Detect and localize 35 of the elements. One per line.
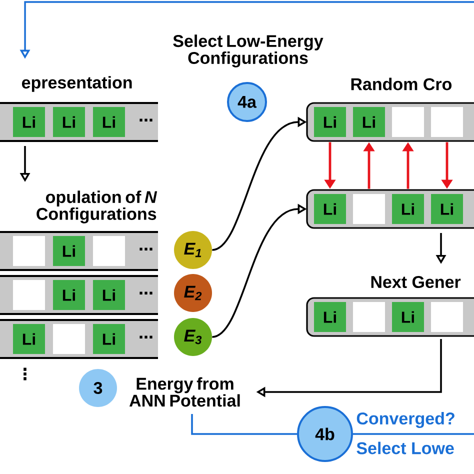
step-caption: Select Low-Energy Configurations (173, 34, 324, 68)
vacancy-cell (13, 236, 45, 266)
connector-line (353, 433, 474, 435)
element-cell: Li (13, 324, 45, 354)
step-caption: Converged? (356, 412, 454, 428)
step-caption: Energy from ANN Potential (129, 377, 240, 407)
step-caption: Select Lowe (356, 442, 454, 454)
element-cell: Li (353, 107, 385, 137)
vacancy-cell (53, 324, 85, 354)
element-cell: Li (93, 107, 125, 137)
element-cell: Li (314, 107, 346, 137)
element-cell: Li (392, 302, 424, 332)
heading: opulation of N Configurations (36, 190, 158, 224)
heading: epresentation (22, 76, 132, 92)
heading: Random Cro (351, 78, 452, 90)
element-cell: Li (13, 107, 45, 137)
element-cell: Li (392, 194, 424, 224)
connector-line (191, 414, 297, 435)
element-cell: Li (93, 324, 125, 354)
vacancy-cell (353, 302, 385, 332)
vacancy-cell (431, 107, 463, 137)
vertical-ellipsis: ⋮ (24, 368, 26, 380)
vacancy-cell (93, 236, 125, 266)
heading: Next Gener (371, 276, 461, 288)
vacancy-cell (13, 280, 45, 310)
element-cell: Li (93, 280, 125, 310)
element-cell: Li (53, 107, 85, 137)
element-cell: Li (431, 194, 463, 224)
vacancy-cell (353, 194, 385, 224)
vacancy-cell (431, 302, 463, 332)
element-cell: Li (53, 236, 85, 266)
element-cell: Li (314, 302, 346, 332)
vacancy-cell (392, 107, 424, 137)
element-cell: Li (314, 194, 346, 224)
element-cell: Li (53, 280, 85, 310)
